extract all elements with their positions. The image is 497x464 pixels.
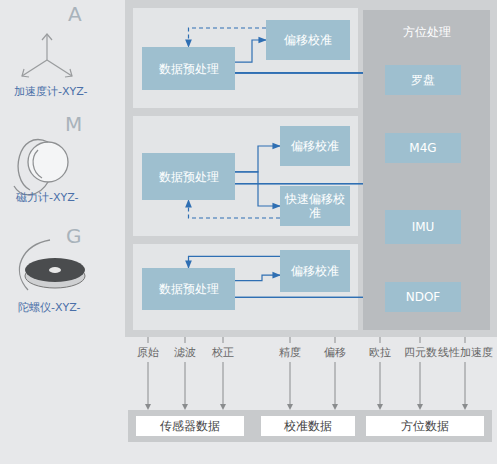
output-line [380,362,381,408]
mode-box: M4G [385,133,461,163]
node-label: 数据预处理 [159,282,219,296]
output-label: 偏移 [324,345,346,360]
connector [235,172,280,206]
node-label: 校准数据 [284,419,332,433]
connector [235,146,280,172]
node-label: 偏移校准 [291,139,339,153]
output-label: 线性加速度 [438,345,493,360]
arrow-head [65,69,72,77]
sensor-letter: A [68,2,82,26]
sensor-name: 加速度计-XYZ- [14,84,88,99]
section-band [133,8,358,108]
output-box: 校准数据 [261,416,355,436]
output-arrows [148,337,465,408]
section-band [133,116,358,236]
node-label: M4G [409,141,436,155]
connector [189,28,267,47]
connector [235,40,266,62]
arrow-head [145,404,151,410]
field-line [33,150,42,178]
process-box: 偏移校准 [266,20,350,60]
output-line [335,337,336,343]
axis-arrow [22,60,47,76]
sensor-name: 陀螺仪-XYZ- [18,300,81,315]
output-line [148,337,149,343]
connector [235,275,280,280]
output-line [223,337,224,343]
mode-box: IMU [385,210,461,244]
node-label: 方位处理 [363,25,490,39]
output-line [185,362,186,408]
mode-box: NDOF [385,282,461,312]
node-label: 偏移校准 [284,33,332,47]
output-line [148,362,149,408]
arrow-head [182,404,188,410]
output-label: 四元数 [404,345,437,360]
process-box: 偏移校准 [280,250,350,292]
output-line [290,337,291,343]
output-label: 欧拉 [369,345,391,360]
output-label: 原始 [137,345,159,360]
magnetometer-symbol [14,140,68,195]
output-line [185,337,186,343]
gyro-disc [25,258,85,282]
output-label: 校正 [212,345,234,360]
sensor-letter: M [65,112,82,136]
accelerometer-symbol [22,34,72,77]
output-box: 方位数据 [366,416,484,436]
arrow-head [462,404,468,410]
gyro-hub [49,267,61,273]
arrow-head [220,404,226,410]
output-line [380,337,381,343]
output-label: 滤波 [174,345,196,360]
sensor-name: 磁力计-XYZ- [16,190,79,205]
process-box: 数据预处理 [142,153,235,200]
arrow-head [377,404,383,410]
output-box: 传感器数据 [136,416,244,436]
node-label: IMU [412,220,435,234]
output-line [223,362,224,408]
node-label: 传感器数据 [160,419,220,433]
section-band [133,244,358,330]
main-panel [125,0,497,337]
arrow-head [287,404,293,410]
arrow-head [332,404,338,410]
axis-arrow [46,34,47,60]
output-line [465,362,466,408]
mode-box: 罗盘 [385,65,461,95]
output-heads [145,404,468,410]
output-bar [128,410,492,442]
process-box: 快速偏移校准 [280,186,350,226]
process-box: 偏移校准 [280,126,350,166]
node-label: 偏移校准 [291,264,339,278]
connector [189,256,281,268]
arrow-head [22,69,29,77]
node-label: 数据预处理 [159,62,219,76]
process-box: 数据预处理 [142,268,235,310]
axis-arrow [47,60,72,76]
node-label: 方位数据 [401,419,449,433]
sensor-letter: G [66,224,82,248]
connector [189,200,281,218]
magnet-ball [28,142,68,182]
output-line [420,337,421,343]
node-label: 罗盘 [411,73,435,87]
arrow-head [417,404,423,410]
field-line [18,140,48,190]
node-label: 快速偏移校准 [280,192,350,220]
output-line [335,362,336,408]
process-box: 数据预处理 [142,47,235,90]
node-label: 数据预处理 [159,170,219,184]
output-line [420,362,421,408]
processing-column: 方位处理罗盘 M4G IMU NDOF [363,10,490,330]
arrow-head [42,34,52,40]
output-label: 精度 [279,345,301,360]
output-line [465,337,466,343]
output-line [290,362,291,408]
node-label: NDOF [406,290,441,304]
